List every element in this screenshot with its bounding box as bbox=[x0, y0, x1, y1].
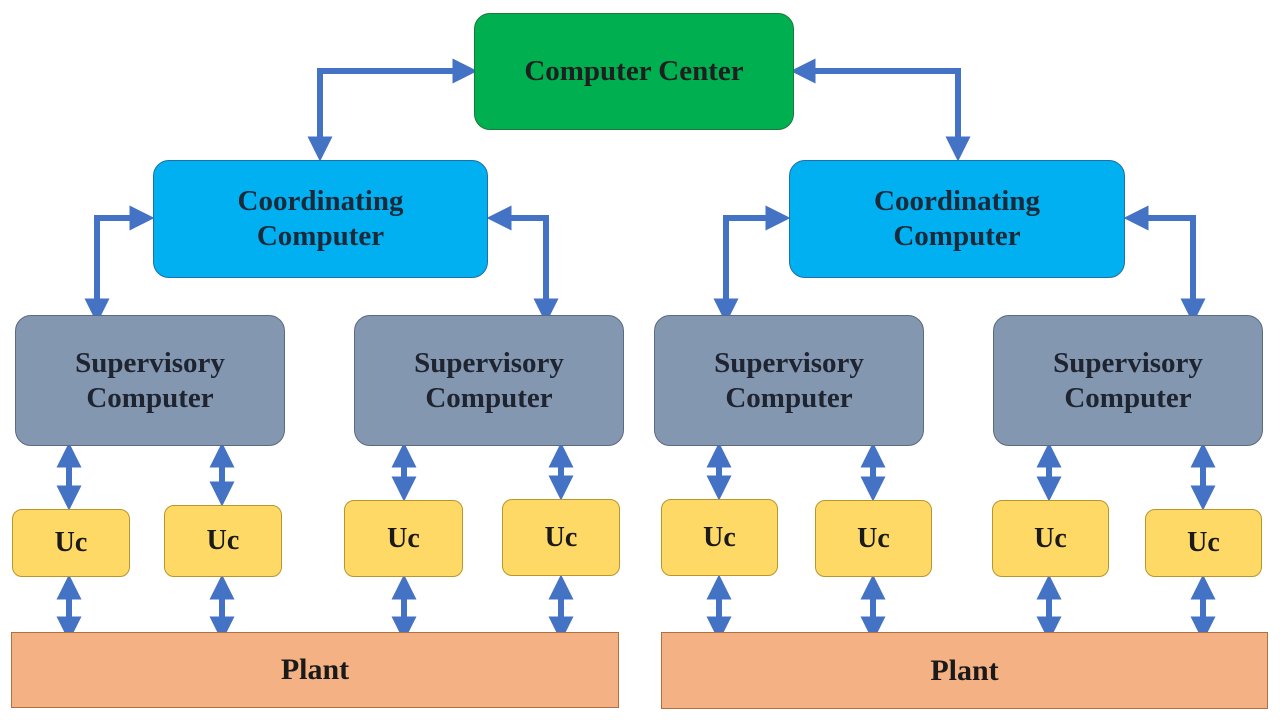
supervisory-computer-box-3: Supervisory Computer bbox=[654, 315, 924, 446]
supervisory-computer-label-1: Supervisory Computer bbox=[75, 346, 225, 414]
uc-box-5: Uc bbox=[661, 499, 778, 576]
uc-box-2: Uc bbox=[164, 505, 282, 577]
plant-box-left: Plant bbox=[11, 632, 619, 708]
plant-label-right: Plant bbox=[930, 653, 999, 687]
uc-box-7: Uc bbox=[992, 500, 1109, 577]
uc-label-2: Uc bbox=[206, 525, 240, 557]
uc-box-8: Uc bbox=[1145, 509, 1262, 577]
computer-center-box: Computer Center bbox=[474, 13, 794, 130]
uc-label-3: Uc bbox=[387, 522, 420, 554]
coordinating-computer-right-box: Coordinating Computer bbox=[789, 160, 1125, 278]
uc-box-3: Uc bbox=[344, 500, 463, 577]
coordinating-computer-left-box: Coordinating Computer bbox=[153, 160, 488, 278]
uc-box-6: Uc bbox=[815, 500, 932, 577]
supervisory-computer-label-2: Supervisory Computer bbox=[414, 346, 564, 414]
uc-label-4: Uc bbox=[544, 521, 578, 553]
arrow-center-to-coord-right bbox=[790, 58, 971, 162]
uc-label-1: Uc bbox=[54, 527, 88, 559]
coordinating-computer-right-label: Coordinating Computer bbox=[874, 185, 1040, 252]
coordinating-computer-left-label: Coordinating Computer bbox=[237, 185, 404, 252]
uc-label-8: Uc bbox=[1187, 527, 1220, 559]
uc-label-5: Uc bbox=[703, 521, 736, 553]
arrow-coord-right-to-super-3 bbox=[713, 205, 791, 324]
plant-box-right: Plant bbox=[661, 632, 1268, 709]
supervisory-computer-label-4: Supervisory Computer bbox=[1053, 346, 1203, 414]
arrow-coord-right-to-super-4 bbox=[1123, 205, 1206, 324]
supervisory-computer-box-4: Supervisory Computer bbox=[993, 315, 1263, 446]
arrow-coord-left-to-super-2 bbox=[486, 205, 559, 324]
supervisory-computer-label-3: Supervisory Computer bbox=[714, 346, 864, 414]
uc-label-7: Uc bbox=[1034, 522, 1067, 554]
uc-label-6: Uc bbox=[857, 522, 890, 554]
plant-label-left: Plant bbox=[280, 653, 350, 686]
uc-box-4: Uc bbox=[502, 499, 620, 576]
arrow-coord-left-to-super-1 bbox=[84, 205, 155, 324]
computer-center-label: Computer Center bbox=[524, 55, 744, 88]
arrow-center-to-coord-left bbox=[307, 58, 478, 162]
supervisory-computer-box-2: Supervisory Computer bbox=[354, 315, 624, 446]
uc-box-1: Uc bbox=[12, 509, 130, 577]
supervisory-computer-box-1: Supervisory Computer bbox=[15, 315, 285, 446]
